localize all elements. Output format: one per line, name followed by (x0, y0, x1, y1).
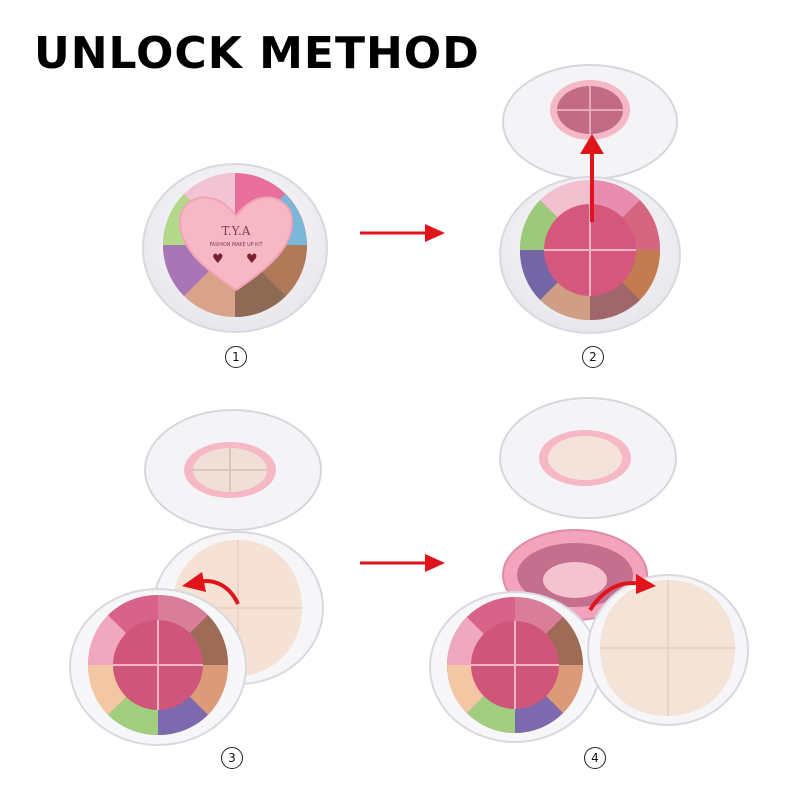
lid-brand: T.Y.A (222, 224, 251, 238)
step-2-label: 2 (582, 346, 604, 368)
step-4-label: 4 (584, 747, 606, 769)
heart-icon: ♥ (212, 252, 224, 267)
heart-lid (178, 196, 294, 292)
step-3-label: 3 (221, 747, 243, 769)
heart-icon: ♥ (246, 252, 258, 267)
lid-subtitle: FASHION MAKE UP KIT (209, 242, 262, 248)
right-arrow-icon (360, 224, 445, 242)
right-arrow-icon (360, 554, 445, 572)
page-title: UNLOCK METHOD (34, 28, 480, 79)
step-1-label: 1 (225, 346, 247, 368)
